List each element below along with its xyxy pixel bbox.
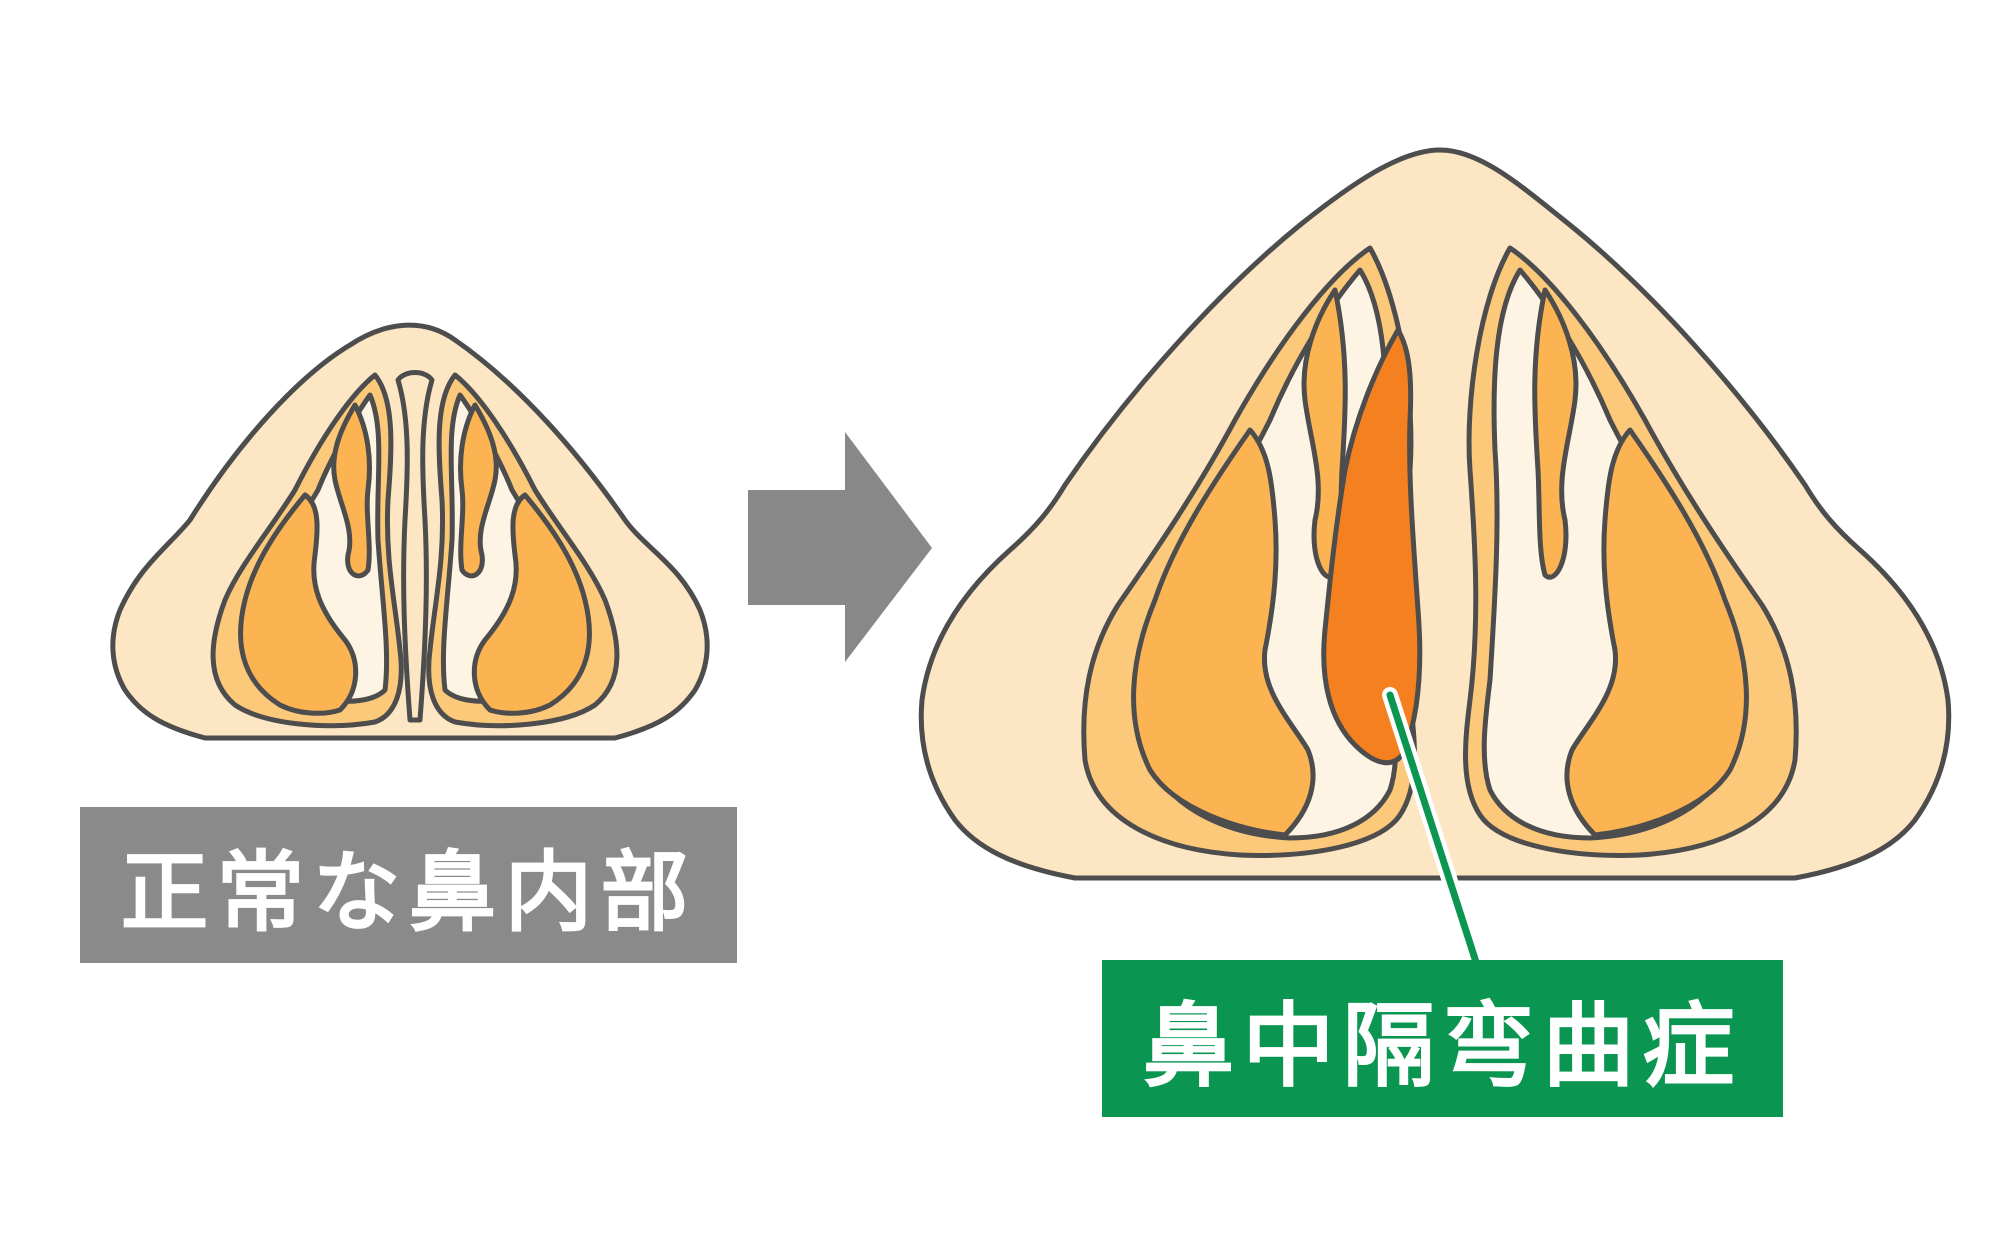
deviated-right-turbinate — [1564, 427, 1749, 838]
arrow-icon — [748, 432, 932, 662]
normal-nose-illustration — [110, 322, 710, 741]
normal-right-upper-turbinate — [458, 402, 499, 579]
normal-nose-label: 正常な鼻内部 — [80, 807, 737, 963]
deviated-left-turbinate — [1131, 427, 1316, 838]
deviated-septum — [1321, 327, 1423, 766]
deviated-nose-illustration — [918, 147, 1952, 881]
deviated-left-upper-turbinate — [1301, 287, 1348, 580]
deviated-septum-label-text: 鼻中隔弯曲症 — [1142, 993, 1743, 1100]
deviated-septum-label: 鼻中隔弯曲症 — [1102, 960, 1783, 1117]
normal-left-upper-turbinate — [331, 402, 372, 579]
normal-left-turbinate — [238, 492, 359, 716]
normal-right-turbinate — [471, 492, 592, 716]
normal-septum — [395, 370, 435, 723]
deviated-right-upper-turbinate — [1532, 287, 1579, 580]
normal-nose-label-text: 正常な鼻内部 — [120, 840, 697, 944]
septum-pointer — [1382, 687, 1484, 970]
